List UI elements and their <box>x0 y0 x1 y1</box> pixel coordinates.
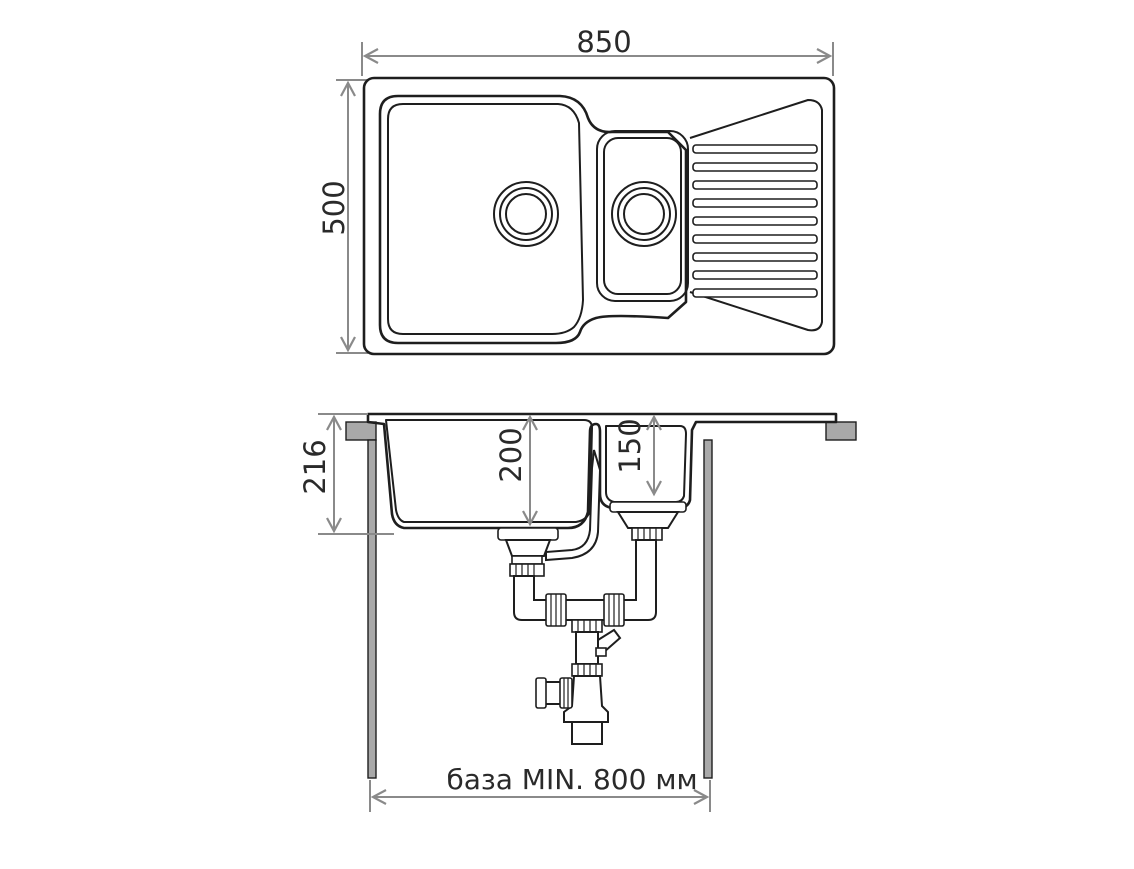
drainboard <box>689 99 823 332</box>
height-216-dimension: 216 <box>298 413 394 535</box>
countertop-right <box>825 421 857 441</box>
sink-section <box>366 412 838 530</box>
side-view: 216 200 150 <box>298 412 857 812</box>
total-height-label: 216 <box>298 439 332 494</box>
cabinet-base-dimension: база MIN. 800 мм <box>369 763 711 812</box>
bowl-depth-200-dimension: 200 <box>494 414 538 527</box>
main-drain <box>493 181 559 247</box>
width-dimension: 850 <box>361 25 834 76</box>
main-bowl-depth-label: 200 <box>494 427 528 482</box>
bowl-depth-150-dimension: 150 <box>613 414 662 497</box>
top-view: 850 500 <box>317 25 836 356</box>
drainboard-ribs <box>692 144 818 298</box>
main-bowl <box>378 94 688 345</box>
small-drain <box>611 181 677 247</box>
cabinet-wall-left <box>367 439 377 779</box>
small-bowl-depth-label: 150 <box>613 418 647 473</box>
countertop-left <box>345 421 377 441</box>
siphon-assembly <box>497 449 687 745</box>
width-label: 850 <box>576 25 631 59</box>
small-bowl <box>596 130 689 302</box>
depth-label: 500 <box>317 180 351 235</box>
depth-dimension: 500 <box>317 79 368 354</box>
cabinet-base-label: база MIN. 800 мм <box>446 763 697 796</box>
sink-outline <box>362 76 836 356</box>
cabinet-wall-right <box>703 439 713 779</box>
